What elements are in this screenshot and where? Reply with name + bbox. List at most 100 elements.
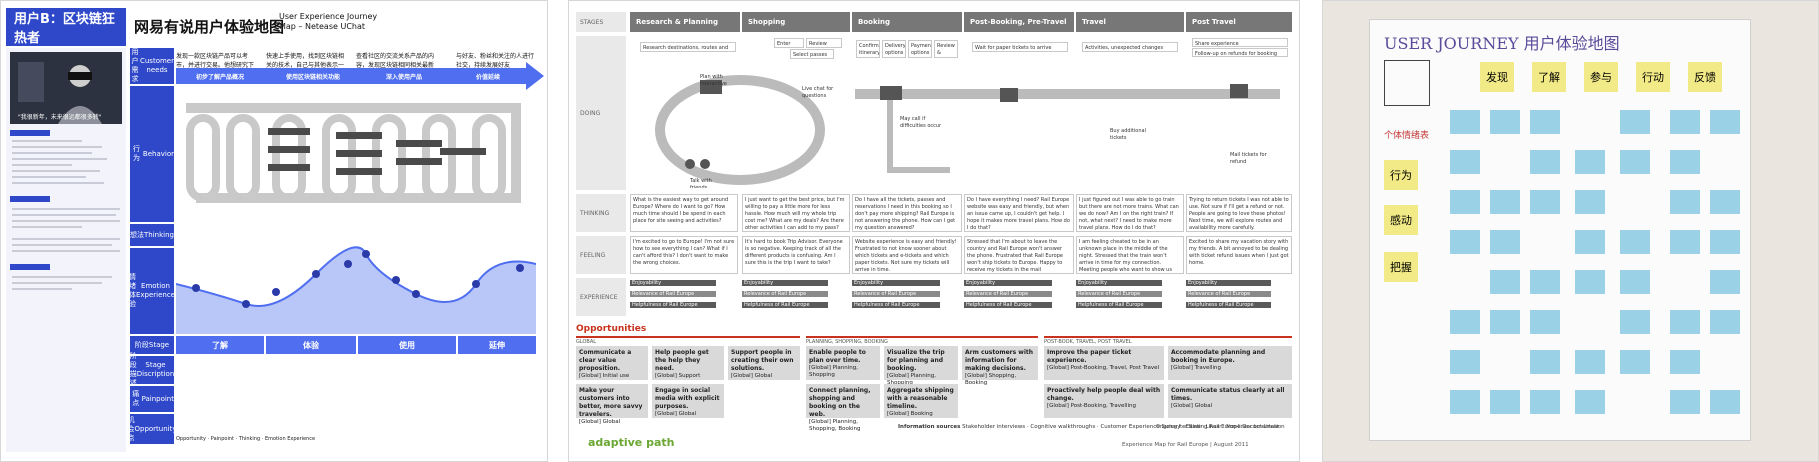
sticky-note bbox=[1490, 390, 1520, 414]
sticky-note bbox=[1575, 390, 1605, 414]
experience-bar: Enjoyability bbox=[964, 280, 1052, 286]
opp-rule bbox=[576, 336, 800, 338]
stage-note: 参与 bbox=[1584, 62, 1618, 92]
experience-bar: Enjoyability bbox=[852, 280, 940, 286]
doing-flow bbox=[655, 75, 1280, 185]
experience-bar: Helpfulness of Rail Europe bbox=[630, 302, 717, 308]
journey-grid: 发现一款区块链产品可以考市，并进行交易。他想研究下他的人员 快速上手使用，找到区… bbox=[176, 48, 544, 448]
row-label-thinking: THINKING bbox=[576, 194, 626, 232]
whiteboard: USER JOURNEY 用户体验地图 行为 感动 把握 个体情绪表 发现了解参… bbox=[1370, 20, 1750, 440]
legend-thinking: Thinking bbox=[238, 436, 261, 442]
experience-bar-label: Enjoyability bbox=[854, 280, 884, 286]
doing-label: May call if difficulties occur bbox=[900, 116, 942, 129]
opp-group: PLANNING, SHOPPING, BOOKING bbox=[806, 339, 888, 345]
feeling-cell: It's hard to book Trip Advisor. Everyone… bbox=[742, 236, 850, 274]
experience-bar: Enjoyability bbox=[742, 280, 829, 286]
sticky-note bbox=[1530, 350, 1560, 374]
opp-group: GLOBAL bbox=[576, 339, 597, 345]
sticky-note bbox=[1670, 350, 1700, 374]
section-bar bbox=[10, 130, 50, 136]
footer-text: Experience Map for Rail Europe | August … bbox=[1122, 442, 1249, 448]
experience-bar-label: Enjoyability bbox=[1188, 280, 1218, 286]
sticky-note bbox=[1575, 190, 1605, 214]
doing-box: Confirm itinerary bbox=[856, 40, 880, 58]
experience-bar: Helpfulness of Rail Europe bbox=[742, 302, 829, 308]
feeling-cell: Stressed that I'm about to leave the cou… bbox=[964, 236, 1074, 274]
info-source: Existing Rail Europe Documentation bbox=[1185, 424, 1285, 430]
text-line bbox=[12, 214, 116, 216]
person-vr-icon bbox=[10, 52, 122, 124]
text-line bbox=[12, 182, 104, 184]
sticky-note bbox=[1450, 350, 1480, 374]
opportunity-card: Make your customers into better, more sa… bbox=[576, 384, 648, 425]
stage-research: Research & Planning bbox=[630, 12, 740, 32]
stage-note: 行动 bbox=[1636, 62, 1670, 92]
opportunity-card: Help people get the help they need.[Glob… bbox=[652, 346, 724, 380]
text-line bbox=[12, 220, 120, 222]
info-source: Stakeholder interviews bbox=[962, 424, 1026, 430]
experience-bar: Relevance of Rail Europe bbox=[964, 291, 1052, 297]
opportunity-card: Enable people to plan over time.[Global]… bbox=[806, 346, 880, 380]
experience-bar: Relevance of Rail Europe bbox=[1076, 291, 1163, 297]
text-line bbox=[12, 164, 72, 166]
legend: Opportunity · Painpoint · Thinking · Emo… bbox=[176, 436, 316, 442]
experience-bar-label: Relevance of Rail Europe bbox=[744, 291, 807, 297]
experience-bar-label: Relevance of Rail Europe bbox=[632, 291, 695, 297]
sticky-note bbox=[1710, 190, 1740, 214]
side-label: 个体情绪表 bbox=[1384, 131, 1430, 141]
opportunity-card: Proactively help people deal with change… bbox=[1044, 384, 1164, 418]
row-label-stages: STAGES bbox=[576, 12, 626, 32]
feeling-cell: I'm excited to go to Europe! I'm not sur… bbox=[630, 236, 738, 274]
sticky-note bbox=[1620, 310, 1650, 334]
sticky-note bbox=[1620, 230, 1650, 254]
text-line bbox=[12, 288, 72, 290]
experience-bar: Relevance of Rail Europe bbox=[742, 291, 829, 297]
info-source: Cognitive walkthroughs bbox=[1030, 424, 1096, 430]
text-line bbox=[12, 282, 102, 284]
section-bar bbox=[10, 264, 50, 270]
sticky-note bbox=[1710, 230, 1740, 254]
opportunity-card: Improve the paper ticket experience.[Glo… bbox=[1044, 346, 1164, 380]
text-line bbox=[12, 250, 120, 252]
progress-arrow bbox=[176, 68, 526, 84]
doing-label: Buy additional tickets bbox=[1110, 128, 1146, 141]
sticky-note bbox=[1450, 110, 1480, 134]
experience-bar-label: Relevance of Rail Europe bbox=[966, 291, 1029, 297]
legend-item: Non-linear but Linear bbox=[1226, 424, 1280, 430]
need-text: 与好友、粉丝和关注的人进行社交，持续发展好友 bbox=[456, 53, 535, 69]
doing-box: Enter trips bbox=[774, 38, 804, 48]
sticky-note bbox=[1450, 150, 1480, 174]
text-line bbox=[12, 276, 112, 278]
stage-label: 延伸 bbox=[458, 336, 536, 354]
sticky-note bbox=[1710, 310, 1740, 334]
sticky-note bbox=[1450, 390, 1480, 414]
arrow-head bbox=[526, 62, 544, 90]
opportunity-card: Connect planning, shopping and booking o… bbox=[806, 384, 880, 432]
row-label-experience: EXPERIENCE bbox=[576, 278, 626, 316]
sticky-note bbox=[1710, 390, 1740, 414]
sticky-note bbox=[1575, 150, 1605, 174]
journey-map-netease: 用户B：区块链狂热者 网易有说用户体验地图 User Experience Jo… bbox=[0, 0, 548, 462]
opportunity-card: Visualize the trip for planning and book… bbox=[884, 346, 958, 386]
section-bar bbox=[10, 196, 50, 202]
sticky-note bbox=[1670, 310, 1700, 334]
whiteboard-photo: USER JOURNEY 用户体验地图 行为 感动 把握 个体情绪表 发现了解参… bbox=[1322, 0, 1819, 462]
doing-box: Research destinations, routes and produc… bbox=[640, 42, 736, 52]
sticky-note bbox=[1530, 270, 1560, 294]
experience-map-rail-europe: STAGES DOING THINKING FEELING EXPERIENCE… bbox=[568, 0, 1300, 462]
experience-bar-label: Enjoyability bbox=[744, 280, 774, 286]
doing-box: Delivery options bbox=[882, 40, 906, 58]
photo-caption: "我很新年，未来很远都很多转" bbox=[18, 114, 102, 121]
text-line bbox=[12, 140, 82, 142]
experience-bar: Helpfulness of Rail Europe bbox=[1186, 302, 1271, 308]
persona-sketch bbox=[1384, 60, 1430, 106]
doing-box: Payment options bbox=[908, 40, 932, 58]
opportunity-card: Aggregate shipping with a reasonable tim… bbox=[884, 384, 958, 418]
sticky-note bbox=[1530, 390, 1560, 414]
sticky-note bbox=[1490, 110, 1520, 134]
legend-emotion: Emotion Experience bbox=[264, 436, 316, 442]
